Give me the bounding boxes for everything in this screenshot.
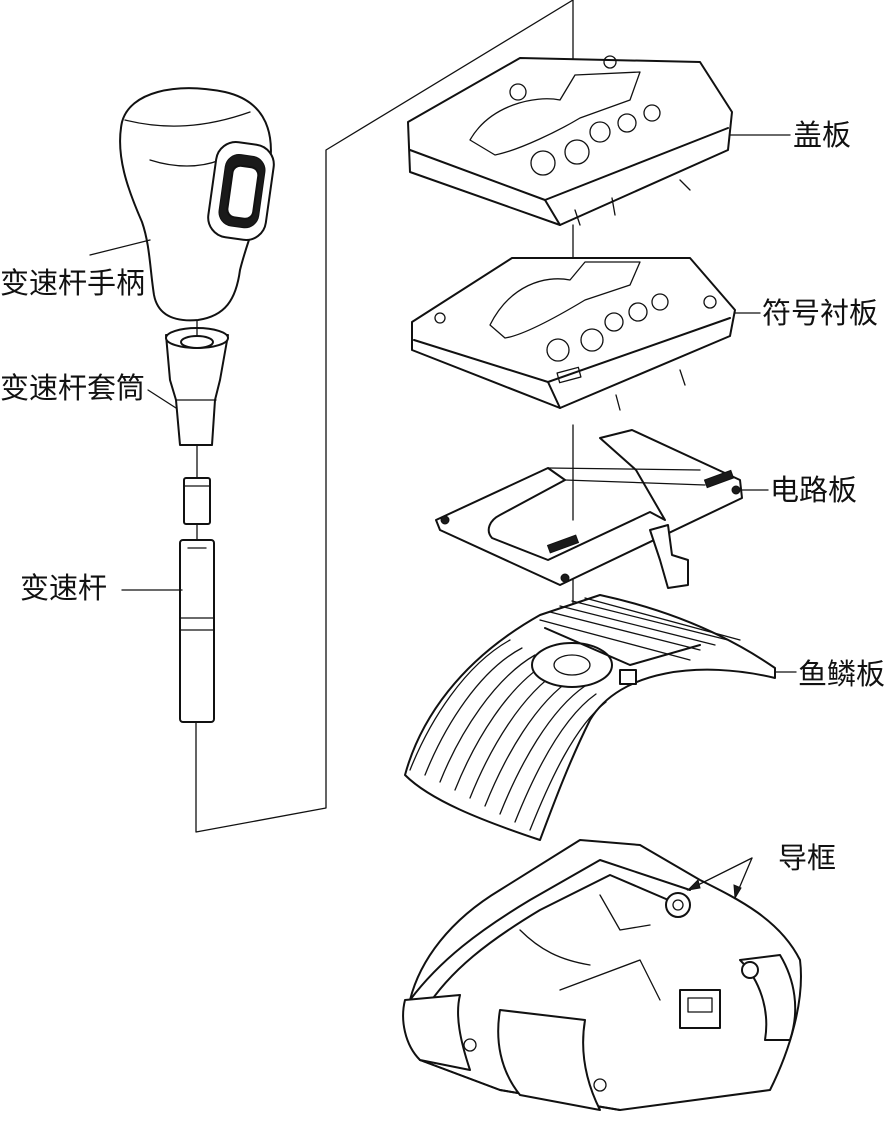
cover-plate xyxy=(407,55,733,226)
guide-frame xyxy=(402,839,802,1111)
label-shift-knob: 变速杆手柄 xyxy=(0,266,145,300)
label-symbol-liner: 符号衬板 xyxy=(762,296,878,330)
label-circuit-board: 电路板 xyxy=(770,473,857,507)
label-guide-frame: 导框 xyxy=(778,841,836,875)
label-shift-lever: 变速杆 xyxy=(20,571,107,605)
label-cover-plate: 盖板 xyxy=(793,118,851,152)
label-scale-plate: 鱼鳞板 xyxy=(798,657,885,691)
circuit-board xyxy=(435,429,743,589)
leader-lines xyxy=(89,134,797,900)
shift-lever xyxy=(179,477,215,723)
shift-sleeve xyxy=(165,319,229,479)
shift-knob xyxy=(119,87,275,322)
scale-plate xyxy=(404,594,776,841)
symbol-liner-plate xyxy=(411,257,736,411)
label-shift-sleeve: 变速杆套筒 xyxy=(0,371,145,405)
